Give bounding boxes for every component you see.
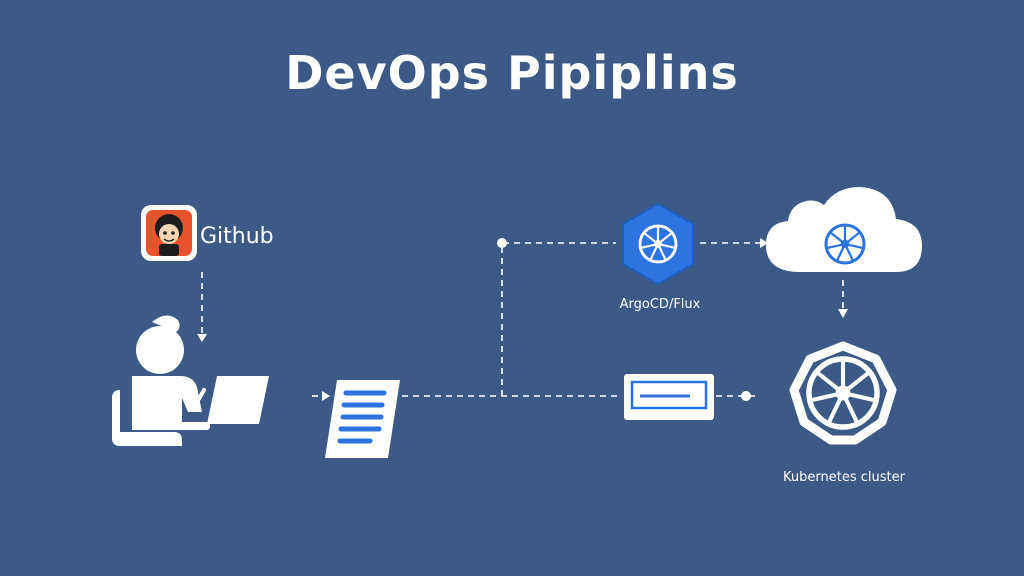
page-title: DevOps Pipiplins [285, 46, 739, 100]
argocd-label: ArgoCD/Flux [619, 297, 701, 312]
kubernetes-cluster-label: Kubernetes cluster [783, 470, 905, 485]
github-avatar-icon [141, 205, 197, 261]
github-label: Github [200, 224, 274, 249]
argocd-helm-wheel-icon [622, 202, 694, 286]
config-document-icon [325, 380, 400, 458]
arrow-to-kubernetes-icon [838, 309, 848, 318]
server-dot-icon [741, 391, 751, 401]
connector-branch-to-argocd [501, 242, 616, 396]
branch-dot-icon [497, 238, 507, 248]
developer-laptop-icon [112, 315, 269, 446]
server-icon [624, 374, 714, 420]
kubernetes-wheel-icon [789, 341, 897, 445]
arrowheads [197, 238, 848, 401]
connectors [201, 242, 844, 397]
arrow-to-developer-icon [197, 334, 207, 342]
cloud-icon [766, 187, 922, 272]
arrow-to-cloud-icon [760, 238, 768, 248]
arrow-to-config-icon [322, 391, 330, 401]
